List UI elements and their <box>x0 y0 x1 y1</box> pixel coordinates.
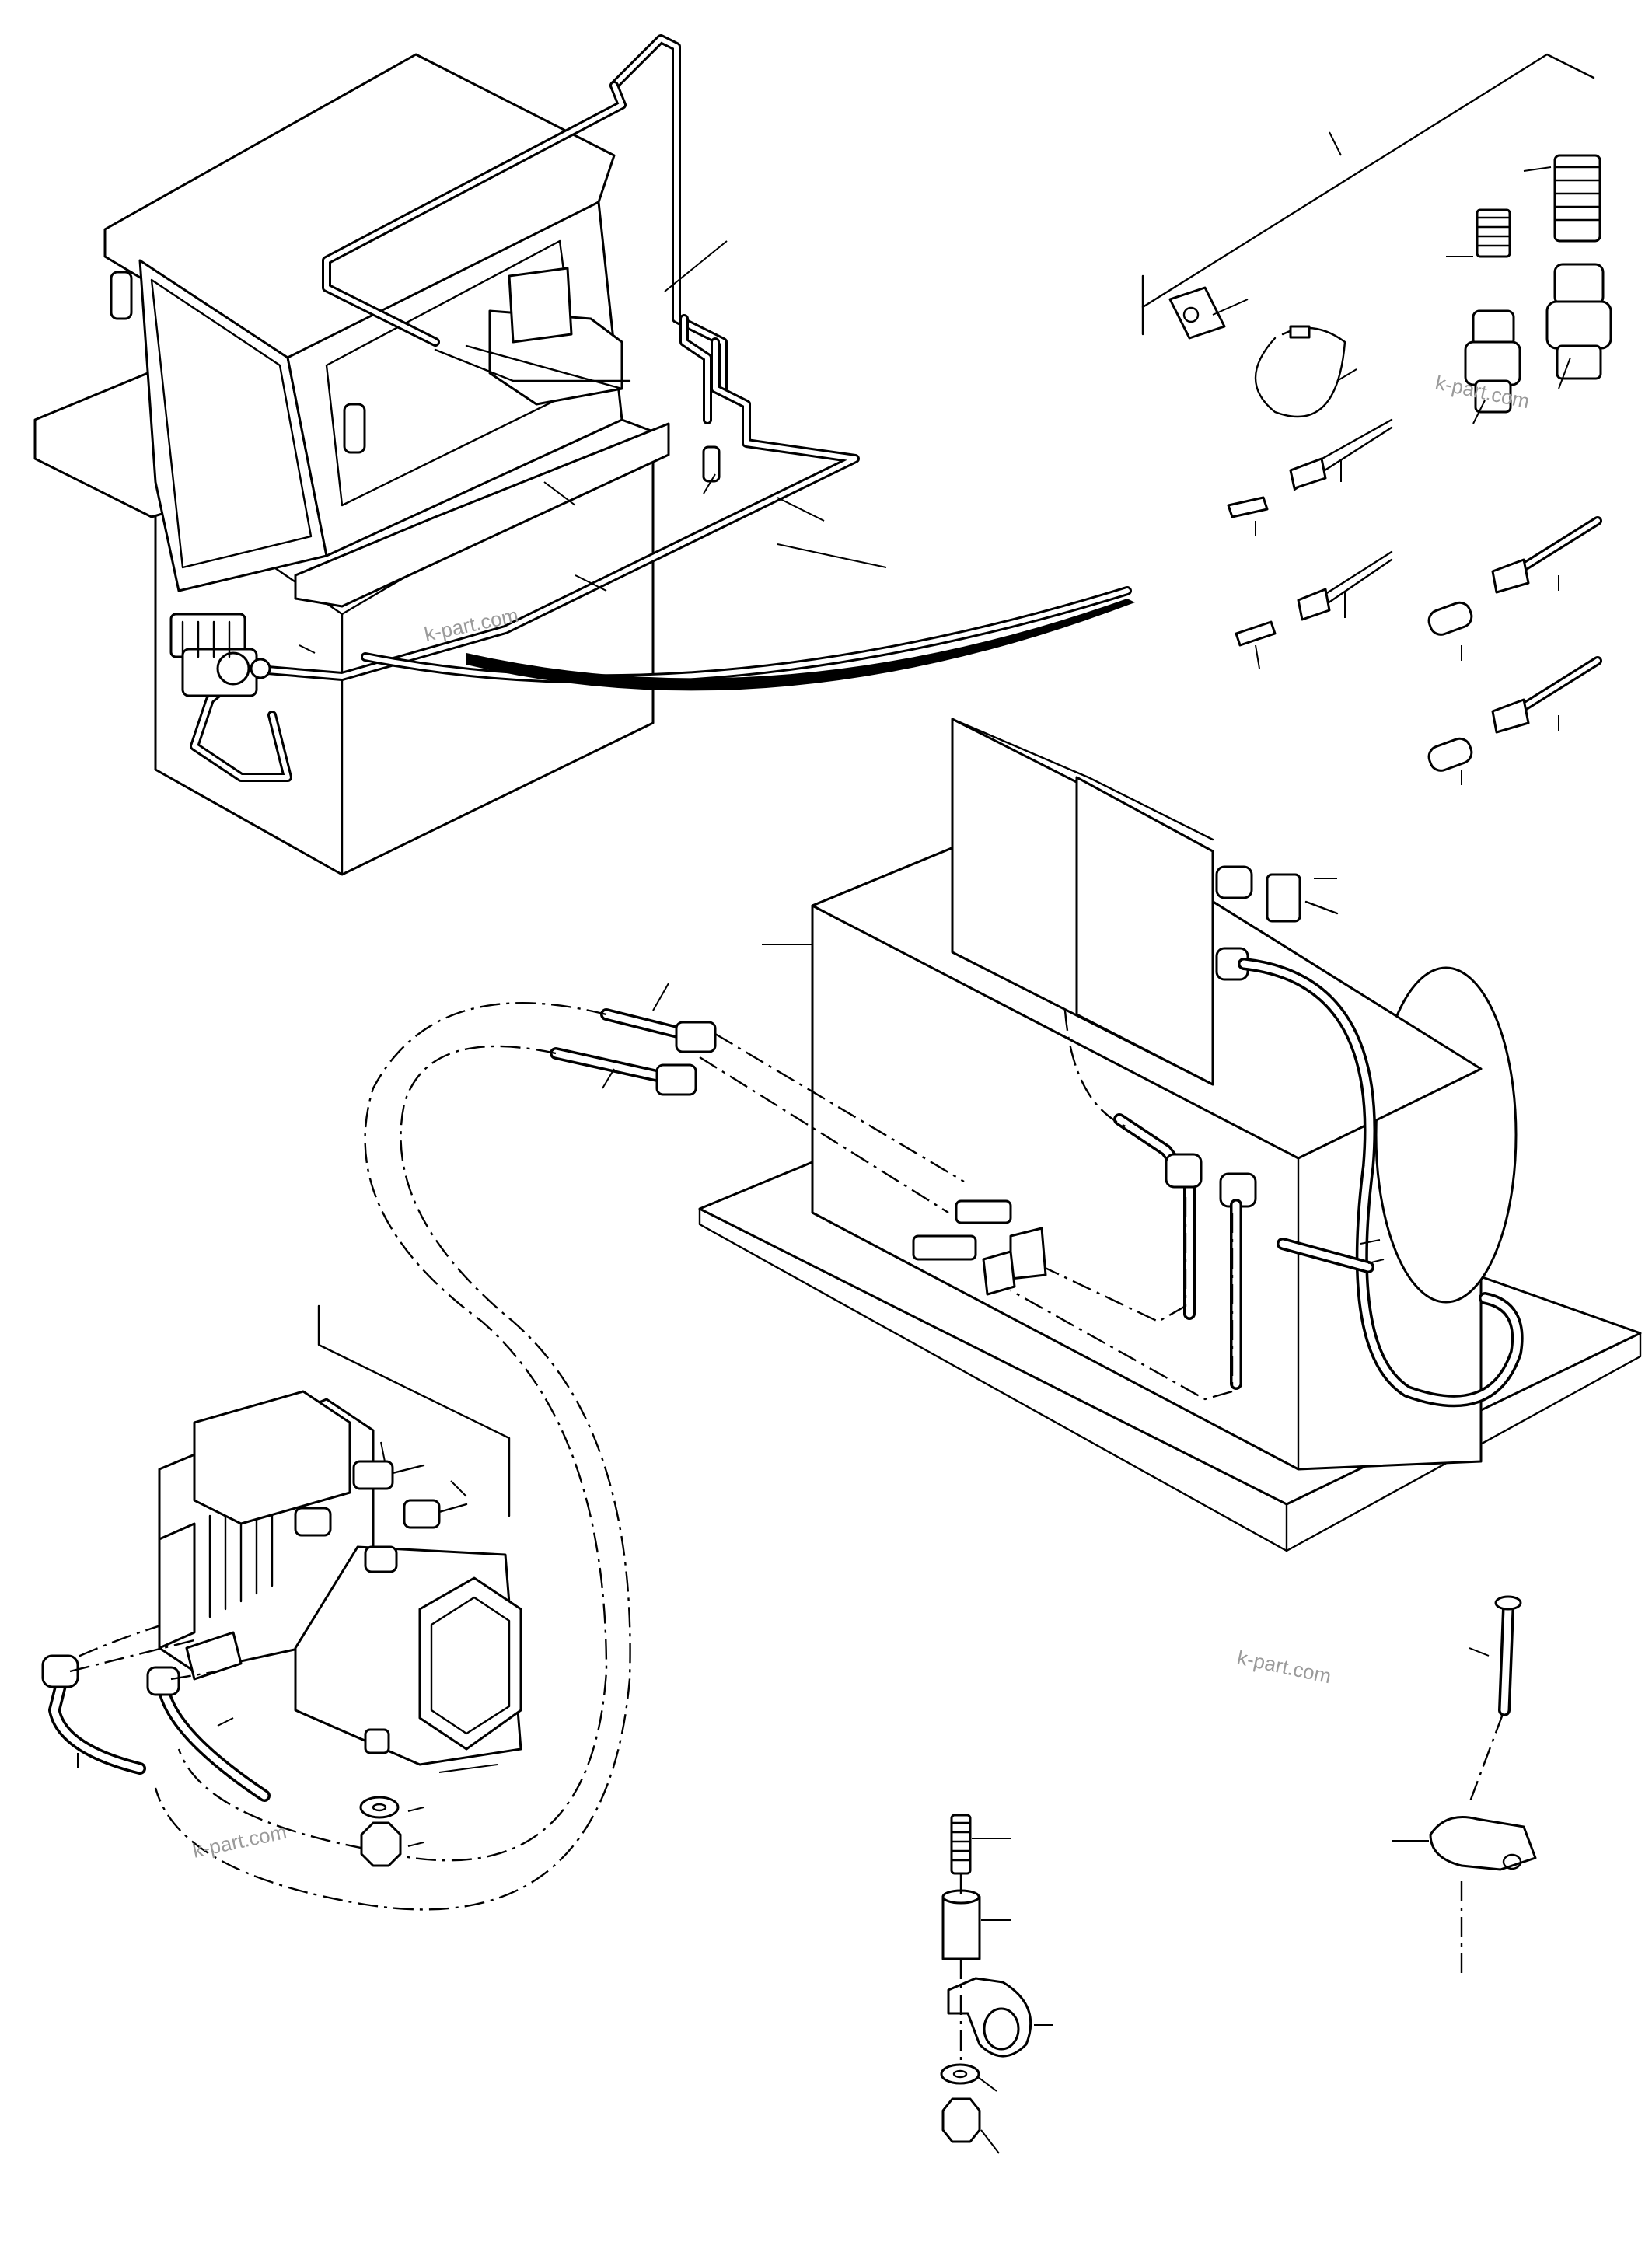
cable-gland-large <box>1545 263 1612 380</box>
valve-block <box>169 613 271 697</box>
compressor-assembly <box>41 1304 522 1867</box>
mounting-hardware-stack <box>940 1814 1053 2154</box>
condenser-unit <box>698 718 1642 1552</box>
spiral-wrap-1 <box>1476 208 1511 258</box>
probe-1 <box>1227 418 1393 518</box>
sleeve-1 <box>1427 516 1602 636</box>
watermark-text: k-part.com <box>190 1820 288 1863</box>
probe-2 <box>1235 550 1393 647</box>
machine-cab-assembly <box>33 34 1135 876</box>
hose-pair-center <box>550 983 965 1214</box>
spiral-wrap-2 <box>1553 154 1601 243</box>
sleeve-2 <box>1427 656 1602 772</box>
kit-parts-group <box>1141 53 1612 785</box>
cable-gland-small <box>1464 309 1521 414</box>
hose-clamp-detail <box>1392 1595 1537 1978</box>
watermark-text: k-part.com <box>1235 1646 1333 1688</box>
